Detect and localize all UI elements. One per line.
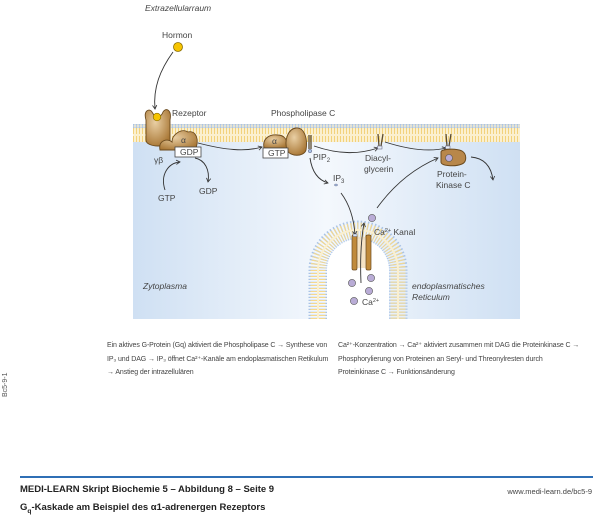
- pkc-label-1: Protein-: [437, 169, 467, 179]
- cytoplasm-label: Zytoplasma: [142, 281, 187, 291]
- gtp-in-label: GTP: [158, 193, 176, 203]
- calcium-to-pkc-arrow: [376, 157, 439, 209]
- extracellular-label: Extrazellularraum: [145, 3, 211, 13]
- hormone-binding-arrow: [152, 51, 174, 110]
- caption-right: Ca²⁺-Konzentration → Ca²⁺ aktiviert zusa…: [338, 342, 580, 376]
- hormone-molecule: [173, 42, 183, 52]
- g-protein-inactive: α GDP γβ: [154, 130, 202, 165]
- bound-hormone: [152, 112, 162, 122]
- calcium-ion-er: [348, 279, 356, 287]
- calcium-channel: [351, 233, 372, 271]
- receptor: [144, 109, 171, 147]
- gq-cascade-diagram: Extrazellularraum Hormon Rezeptor α GDP …: [133, 3, 520, 319]
- protein-kinase-c: [440, 148, 467, 167]
- figure-title-sub: q: [27, 507, 32, 515]
- ip3-molecule: [334, 183, 338, 187]
- calcium-ion-er: [350, 297, 358, 305]
- alpha-subunit-label: α: [181, 135, 186, 145]
- gtp-box: [262, 147, 289, 159]
- diacylglycerol-lipid: [377, 133, 384, 150]
- calcium-release-arrow: [360, 222, 366, 284]
- source-url[interactable]: www.medi-learn.de/bc5-9: [507, 487, 592, 496]
- diacylglycerin-label-1: Diacyl-: [365, 153, 391, 163]
- calcium-ion-label: Ca2+: [362, 297, 379, 307]
- pkc-label-2: Kinase C: [436, 180, 471, 190]
- gamma-beta-label: γβ: [154, 155, 163, 165]
- calcium-ions: [348, 214, 376, 305]
- dag-to-pkc-arrow: [384, 141, 447, 152]
- calcium-ion-er: [367, 274, 375, 282]
- alpha-to-plc-arrow: [197, 142, 263, 151]
- alpha-active-label: α: [272, 136, 277, 146]
- figure-title-rest: -Kaskade am Beispiel des α1-adrenergen R…: [31, 502, 266, 513]
- er-membrane: [308, 220, 408, 319]
- phospholipase-c-label: Phospholipase C: [271, 108, 335, 118]
- gdp-out-arrow: [194, 157, 212, 183]
- footer-title: MEDI-LEARN Skript Biochemie 5 – Abbildun…: [20, 484, 275, 495]
- receptor-label: Rezeptor: [172, 108, 207, 118]
- gtp-bound-label: GTP: [268, 148, 286, 158]
- calcium-channel-label: Ca2+ Kanal: [374, 227, 415, 237]
- gdp-bound-label: GDP: [180, 147, 199, 157]
- cytoplasm-area: [133, 140, 520, 319]
- gdp-out-label: GDP: [199, 186, 218, 196]
- g-alpha-gtp-plc-complex: α GTP: [262, 127, 307, 159]
- figure-code: Bc5-9-1: [2, 372, 9, 397]
- hormone-label: Hormon: [162, 30, 193, 40]
- figure-title: Gq-Kaskade am Beispiel des α1-adrenergen…: [20, 502, 265, 515]
- calcium-ion-cytosol: [368, 214, 376, 222]
- diacylglycerin-label-2: glycerin: [364, 164, 394, 174]
- plasma-membrane: [133, 124, 520, 142]
- footer-divider: [20, 476, 593, 478]
- er-label-1: endoplasmatisches: [412, 281, 486, 291]
- figure-title-prefix: G: [20, 502, 28, 513]
- caption-left: Ein aktives G-Protein (Gq) aktiviert die…: [107, 342, 329, 376]
- ip3-label: IP3: [333, 173, 345, 185]
- pkc-bound-calcium: [445, 154, 453, 162]
- pip2-to-ip3-arrow: [309, 157, 329, 185]
- er-label-2: Reticulum: [412, 292, 450, 302]
- pip2-lipid: [307, 135, 313, 154]
- ip3-to-channel-arrow: [340, 192, 358, 236]
- pip2-label: PIP2: [313, 152, 331, 164]
- gtp-in-arrow: [163, 159, 181, 191]
- pip2-to-dag-arrow: [313, 145, 379, 154]
- pkc-action-arrow: [470, 156, 496, 181]
- calcium-ion-er: [365, 287, 373, 295]
- gdp-box: [174, 146, 202, 158]
